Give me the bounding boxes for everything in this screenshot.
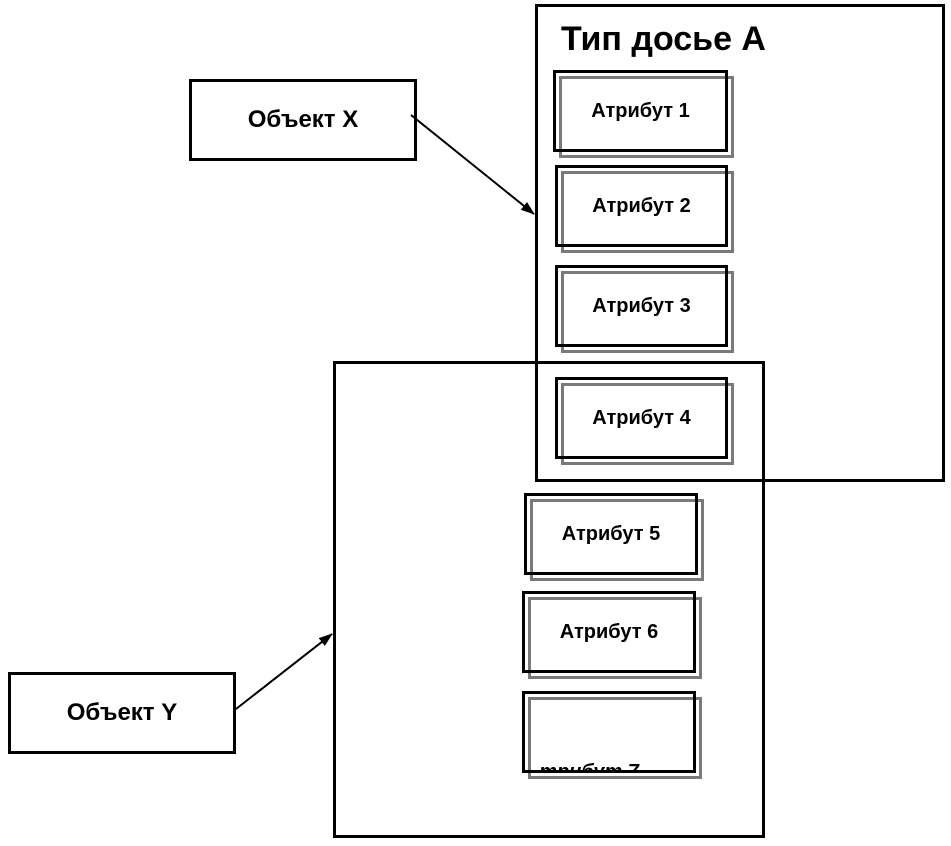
dossier-type-a-container [535, 4, 945, 482]
attribute-6[interactable]: Атрибут 6 [522, 591, 702, 679]
attribute-shadow [530, 499, 704, 581]
attribute-6-label: Атрибут 6 [559, 620, 659, 643]
object-x-box[interactable]: Объект X [189, 79, 417, 161]
attribute-frame: Атрибут 3 [555, 265, 728, 347]
attribute-shadow [528, 697, 702, 779]
attribute-shadow [559, 76, 734, 158]
attribute-shadow [561, 271, 734, 353]
attribute-3[interactable]: Атрибут 3 [555, 265, 734, 353]
object-y-label: Объект Y [66, 699, 178, 726]
attribute-2-label: Атрибут 2 [592, 194, 691, 217]
attribute-shadow [561, 171, 734, 253]
object-y-container [333, 361, 765, 838]
dossier-type-a-title: Тип досье А [561, 20, 766, 58]
attribute-5[interactable]: Атрибут 5 [524, 493, 704, 581]
attribute-3-label: Атрибут 3 [592, 294, 691, 317]
attribute-frame: Атрибут 6 [522, 591, 696, 673]
attribute-7-label: трибут 7 [539, 761, 639, 773]
attribute-1[interactable]: Атрибут 1 [553, 70, 734, 158]
attribute-5-label: Атрибут 5 [561, 522, 661, 545]
attribute-frame: трибут 7 [522, 691, 696, 773]
attribute-frame: Атрибут 1 [553, 70, 728, 152]
object-y-box[interactable]: Объект Y [8, 672, 236, 754]
arrow-object-y-to-container [235, 633, 333, 710]
attribute-1-label: Атрибут 1 [591, 99, 690, 122]
object-x-label: Объект X [247, 106, 359, 133]
arrow-object-x-to-dossier [410, 114, 535, 215]
attribute-shadow [561, 383, 734, 465]
attribute-2[interactable]: Атрибут 2 [555, 165, 734, 253]
attribute-frame: Атрибут 2 [555, 165, 728, 247]
attribute-frame: Атрибут 5 [524, 493, 698, 575]
attribute-4-label: Атрибут 4 [592, 406, 691, 429]
attribute-frame: Атрибут 4 [555, 377, 728, 459]
attribute-shadow [528, 597, 702, 679]
attribute-7[interactable]: трибут 7 [522, 691, 702, 779]
attribute-4[interactable]: Атрибут 4 [555, 377, 734, 465]
